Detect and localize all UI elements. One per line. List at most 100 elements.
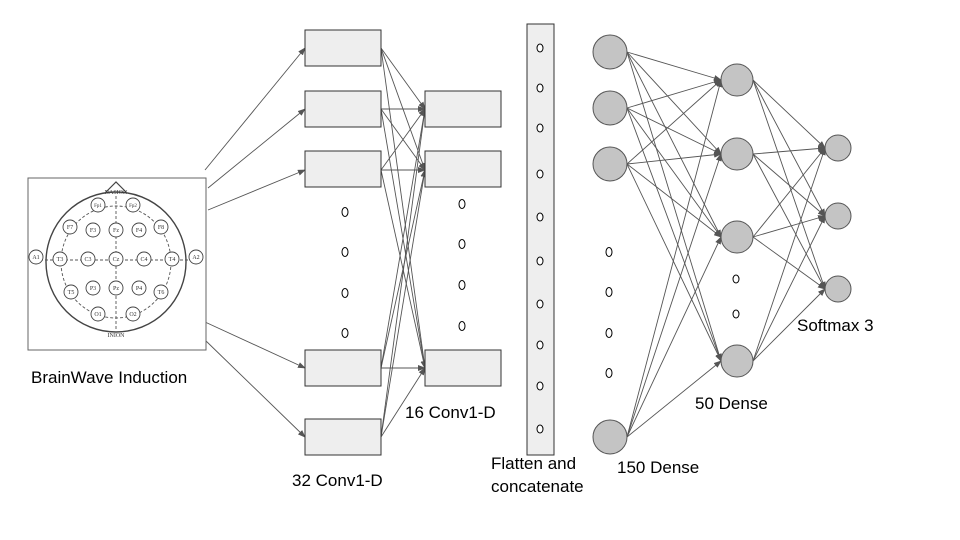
svg-text:T4: T4	[169, 257, 176, 263]
svg-text:T3: T3	[57, 257, 64, 263]
conv16-filter	[424, 90, 502, 128]
connection-edge	[204, 321, 306, 369]
svg-text:C4: C4	[140, 257, 147, 263]
connection-edge	[380, 47, 428, 369]
softmax-neuron	[824, 134, 852, 162]
connection-edge	[380, 169, 427, 438]
connection-edge	[626, 163, 722, 238]
svg-text:Fp2: Fp2	[129, 204, 137, 209]
connection-edge	[752, 153, 826, 217]
electrode-f4: F4	[131, 222, 147, 238]
flatten-unit	[536, 299, 544, 309]
svg-text:A1: A1	[32, 255, 39, 261]
connections	[204, 47, 826, 438]
electrode-p3: P3	[85, 280, 101, 296]
svg-text:A2: A2	[192, 255, 199, 261]
connection-edge	[626, 51, 722, 81]
ellipsis-dot	[732, 309, 740, 319]
dense50-neuron	[720, 220, 754, 254]
electrode-t3: T3	[52, 251, 68, 267]
nasion-label: NASION	[105, 190, 128, 196]
flatten-label-line1: Flatten and	[491, 454, 576, 473]
inion-label: INION	[108, 333, 126, 339]
ellipsis-dot	[458, 239, 466, 249]
dense50-neuron	[720, 63, 754, 97]
flatten-unit	[536, 169, 544, 179]
electrode-t4: T4	[164, 251, 180, 267]
connection-edge	[380, 367, 426, 438]
softmax-layer	[824, 134, 852, 303]
connection-edge	[626, 153, 722, 438]
flatten-layer	[526, 23, 555, 456]
ellipsis-dot	[458, 321, 466, 331]
connection-edge	[626, 51, 722, 238]
electrode-p4: P4	[131, 280, 147, 296]
conv32-layer	[304, 29, 382, 456]
ellipsis-dot	[732, 274, 740, 284]
connection-edge	[626, 236, 722, 438]
ellipsis-dot	[605, 368, 613, 378]
dense150-neuron	[592, 34, 628, 70]
flatten-unit	[536, 212, 544, 222]
softmax-neuron	[824, 275, 852, 303]
brainwave-label: BrainWave Induction	[31, 368, 187, 387]
dense150-label: 150 Dense	[617, 458, 699, 477]
connection-edge	[752, 79, 826, 217]
connection-edge	[626, 51, 722, 155]
electrode-c3: C3	[80, 251, 96, 267]
connection-edge	[380, 47, 426, 110]
connection-edge	[752, 79, 826, 149]
svg-text:Cz: Cz	[113, 257, 120, 263]
flatten-unit	[536, 123, 544, 133]
svg-text:T5: T5	[68, 290, 75, 296]
connection-edge	[380, 108, 427, 369]
electrode-a1: A1	[28, 249, 44, 265]
dense150-neuron	[592, 90, 628, 126]
svg-text:O1: O1	[94, 312, 101, 318]
electrode-fp2: Fp2	[125, 197, 141, 213]
electrode-f8: F8	[153, 219, 169, 235]
connection-edge	[207, 169, 306, 211]
connection-edge	[626, 79, 723, 438]
electrode-cz: Cz	[108, 251, 124, 267]
svg-text:P3: P3	[90, 286, 96, 292]
flatten-unit	[536, 256, 544, 266]
electrode-f7: F7	[62, 219, 78, 235]
connection-edge	[752, 147, 826, 362]
connection-edge	[752, 215, 826, 238]
connection-edge	[752, 145, 826, 155]
connection-edge	[752, 236, 826, 290]
ellipsis-dot	[458, 280, 466, 290]
dense50-neuron	[720, 344, 754, 378]
conv16-filter	[424, 349, 502, 387]
electrode-o1: O1	[90, 306, 106, 322]
flatten-unit	[536, 43, 544, 53]
svg-text:Fp1: Fp1	[94, 204, 102, 209]
svg-text:Fz: Fz	[113, 228, 119, 234]
dense50-layer	[720, 63, 754, 378]
conv32-filter	[304, 150, 382, 188]
dense150-layer	[592, 34, 628, 455]
connection-edge	[626, 360, 722, 438]
connection-edge	[626, 79, 722, 165]
connection-edge	[626, 107, 722, 155]
ellipsis-dot	[605, 287, 613, 297]
connection-edge	[626, 51, 722, 362]
electrode-pz: Pz	[108, 280, 124, 296]
flatten-unit	[536, 340, 544, 350]
ellipsis-dot	[341, 207, 349, 217]
conv16-filter	[424, 150, 502, 188]
flatten-unit	[536, 83, 544, 93]
connection-edge	[626, 107, 722, 238]
flatten-unit	[536, 424, 544, 434]
connection-edge	[380, 108, 426, 171]
connection-edge	[207, 108, 306, 189]
electrode-f3: F3	[85, 222, 101, 238]
connection-edge	[752, 215, 826, 362]
flatten-unit	[536, 381, 544, 391]
svg-text:T6: T6	[158, 290, 165, 296]
dense50-neuron	[720, 137, 754, 171]
connection-edge	[752, 147, 826, 238]
